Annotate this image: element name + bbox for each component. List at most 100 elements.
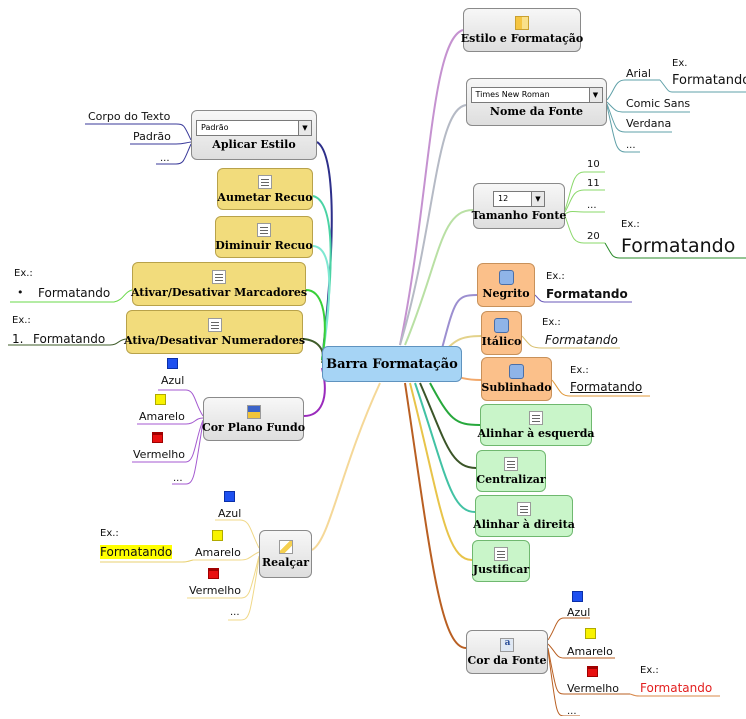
nome-fonte-label: Nome da Fonte <box>489 104 584 118</box>
bg-option-red: Vermelho <box>133 448 186 461</box>
estilo-formatacao-label: Estilo e Formatação <box>460 31 584 45</box>
italico-label: Itálico <box>481 335 522 348</box>
bg-option-blue: Azul <box>161 374 185 387</box>
justify-icon <box>494 546 508 561</box>
numbering-icon <box>207 317 222 332</box>
tamanho-fonte-label: Tamanho Fonte <box>471 208 567 222</box>
marcadores-label: Ativar/Desativar Marcadores <box>130 285 308 299</box>
font-option-verdana: Verdana <box>626 117 672 130</box>
aplicar-estilo-node[interactable]: Padrão ▼ Aplicar Estilo <box>191 110 317 160</box>
font-color-option-more: ... <box>567 706 577 717</box>
sublinhado-label: Sublinhado <box>481 381 552 394</box>
chevron-down-icon[interactable]: ▼ <box>298 120 311 135</box>
alinhar-esquerda-label: Alinhar à esquerda <box>477 426 595 440</box>
blue-swatch <box>572 591 583 602</box>
font-color-icon <box>500 637 514 652</box>
cor-fonte-node[interactable]: Cor da Fonte <box>466 630 548 674</box>
yellow-swatch <box>585 628 596 639</box>
font-color-option-red: Vermelho <box>567 682 620 695</box>
highlight-option-blue: Azul <box>218 507 242 520</box>
numeradores-node[interactable]: Ativa/Desativar Numeradores <box>123 310 306 354</box>
aumentar-recuo-label: Aumetar Recuo <box>217 190 313 204</box>
size-option-11: 11 <box>587 178 600 189</box>
font-size-combo[interactable]: 12 ▼ <box>493 190 545 207</box>
negrito-label: Negrito <box>482 287 530 300</box>
blue-swatch <box>167 358 178 369</box>
font-example-prefix: Ex. <box>672 58 688 69</box>
negrito-node[interactable]: Negrito <box>477 263 535 307</box>
highlight-option-red: Vermelho <box>189 584 242 597</box>
style-option-padrao: Padrão <box>133 130 171 143</box>
increase-indent-icon <box>258 174 272 189</box>
realcar-label: Realçar <box>261 555 310 569</box>
red-swatch <box>152 432 163 443</box>
style-value: Padrão <box>201 123 229 132</box>
chevron-down-icon[interactable]: ▼ <box>531 191 544 206</box>
bg-option-yellow: Amarelo <box>139 410 185 423</box>
highlight-option-yellow: Amarelo <box>195 546 241 559</box>
underline-icon <box>509 364 524 379</box>
sublinhado-node[interactable]: Sublinhado <box>481 357 552 401</box>
cor-fonte-label: Cor da Fonte <box>467 653 547 667</box>
highlight-option-more: ... <box>230 607 240 618</box>
size-option-10: 10 <box>587 159 600 170</box>
justificar-label: Justificar <box>472 562 530 576</box>
font-option-comic-sans: Comic Sans <box>626 97 691 110</box>
font-color-option-yellow: Amarelo <box>567 645 613 658</box>
font-color-example-prefix: Ex.: <box>640 665 659 676</box>
nome-fonte-node[interactable]: Times New Roman ▼ Nome da Fonte <box>466 78 607 126</box>
font-name-value: Times New Roman <box>475 90 550 99</box>
numeradores-label: Ativa/Desativar Numeradores <box>123 333 306 347</box>
chevron-down-icon[interactable]: ▼ <box>588 87 602 102</box>
red-swatch <box>208 568 219 579</box>
italic-icon <box>494 318 509 333</box>
numbering-example-prefix: Ex.: <box>12 315 31 326</box>
bg-option-more: ... <box>173 473 183 484</box>
aplicar-estilo-label: Aplicar Estilo <box>212 137 296 151</box>
cor-plano-fundo-node[interactable]: Cor Plano Fundo <box>201 397 306 441</box>
justificar-node[interactable]: Justificar <box>472 540 530 582</box>
numbering-example-number: 1. <box>12 332 24 346</box>
style-option-more: ... <box>160 153 170 164</box>
numbering-example-text: Formatando <box>33 332 106 346</box>
cor-plano-fundo-label: Cor Plano Fundo <box>201 420 306 434</box>
alinhar-esquerda-node[interactable]: Alinhar à esquerda <box>477 404 595 446</box>
diminuir-recuo-label: Diminuir Recuo <box>215 238 313 252</box>
size-example-prefix: Ex.: <box>621 219 640 230</box>
italico-node[interactable]: Itálico <box>481 311 522 355</box>
root-label: Barra Formatação <box>326 356 458 372</box>
diminuir-recuo-node[interactable]: Diminuir Recuo <box>215 216 313 258</box>
font-option-arial: Arial <box>626 67 651 80</box>
size-option-20: 20 <box>587 231 600 242</box>
centralizar-label: Centralizar <box>476 472 546 486</box>
root-node[interactable]: Barra Formatação <box>322 346 462 382</box>
marcadores-node[interactable]: Ativar/Desativar Marcadores <box>130 262 308 306</box>
highlight-example-text: Formatando <box>100 545 173 559</box>
font-name-combo[interactable]: Times New Roman ▼ <box>470 86 603 103</box>
bold-example-text: Formatando <box>546 287 628 301</box>
red-swatch <box>587 666 598 677</box>
alinhar-direita-node[interactable]: Alinhar à direita <box>473 495 575 537</box>
highlight-example-prefix: Ex.: <box>100 528 119 539</box>
aumentar-recuo-node[interactable]: Aumetar Recuo <box>217 168 313 210</box>
highlight-icon <box>278 539 293 554</box>
font-size-value: 12 <box>498 194 509 203</box>
centralizar-node[interactable]: Centralizar <box>476 450 546 492</box>
font-example-text: Formatando <box>672 73 746 88</box>
bullets-example-prefix: Ex.: <box>14 268 33 279</box>
realcar-node[interactable]: Realçar <box>259 530 312 578</box>
underline-example-prefix: Ex.: <box>570 365 589 376</box>
font-color-option-blue: Azul <box>567 606 591 619</box>
estilo-formatacao-node[interactable]: Estilo e Formatação <box>460 8 584 52</box>
underline-example-text: Formatando <box>570 380 643 394</box>
decrease-indent-icon <box>257 222 271 237</box>
bullets-example-bullet: • <box>17 286 24 299</box>
align-right-icon <box>517 501 531 516</box>
bullets-example-text: Formatando <box>38 286 111 300</box>
bold-icon <box>498 270 514 285</box>
yellow-swatch <box>155 394 166 405</box>
size-example-text: Formatando <box>621 235 736 257</box>
style-combo[interactable]: Padrão ▼ <box>196 119 312 136</box>
alinhar-direita-label: Alinhar à direita <box>473 517 575 531</box>
tamanho-fonte-node[interactable]: 12 ▼ Tamanho Fonte <box>471 183 567 229</box>
